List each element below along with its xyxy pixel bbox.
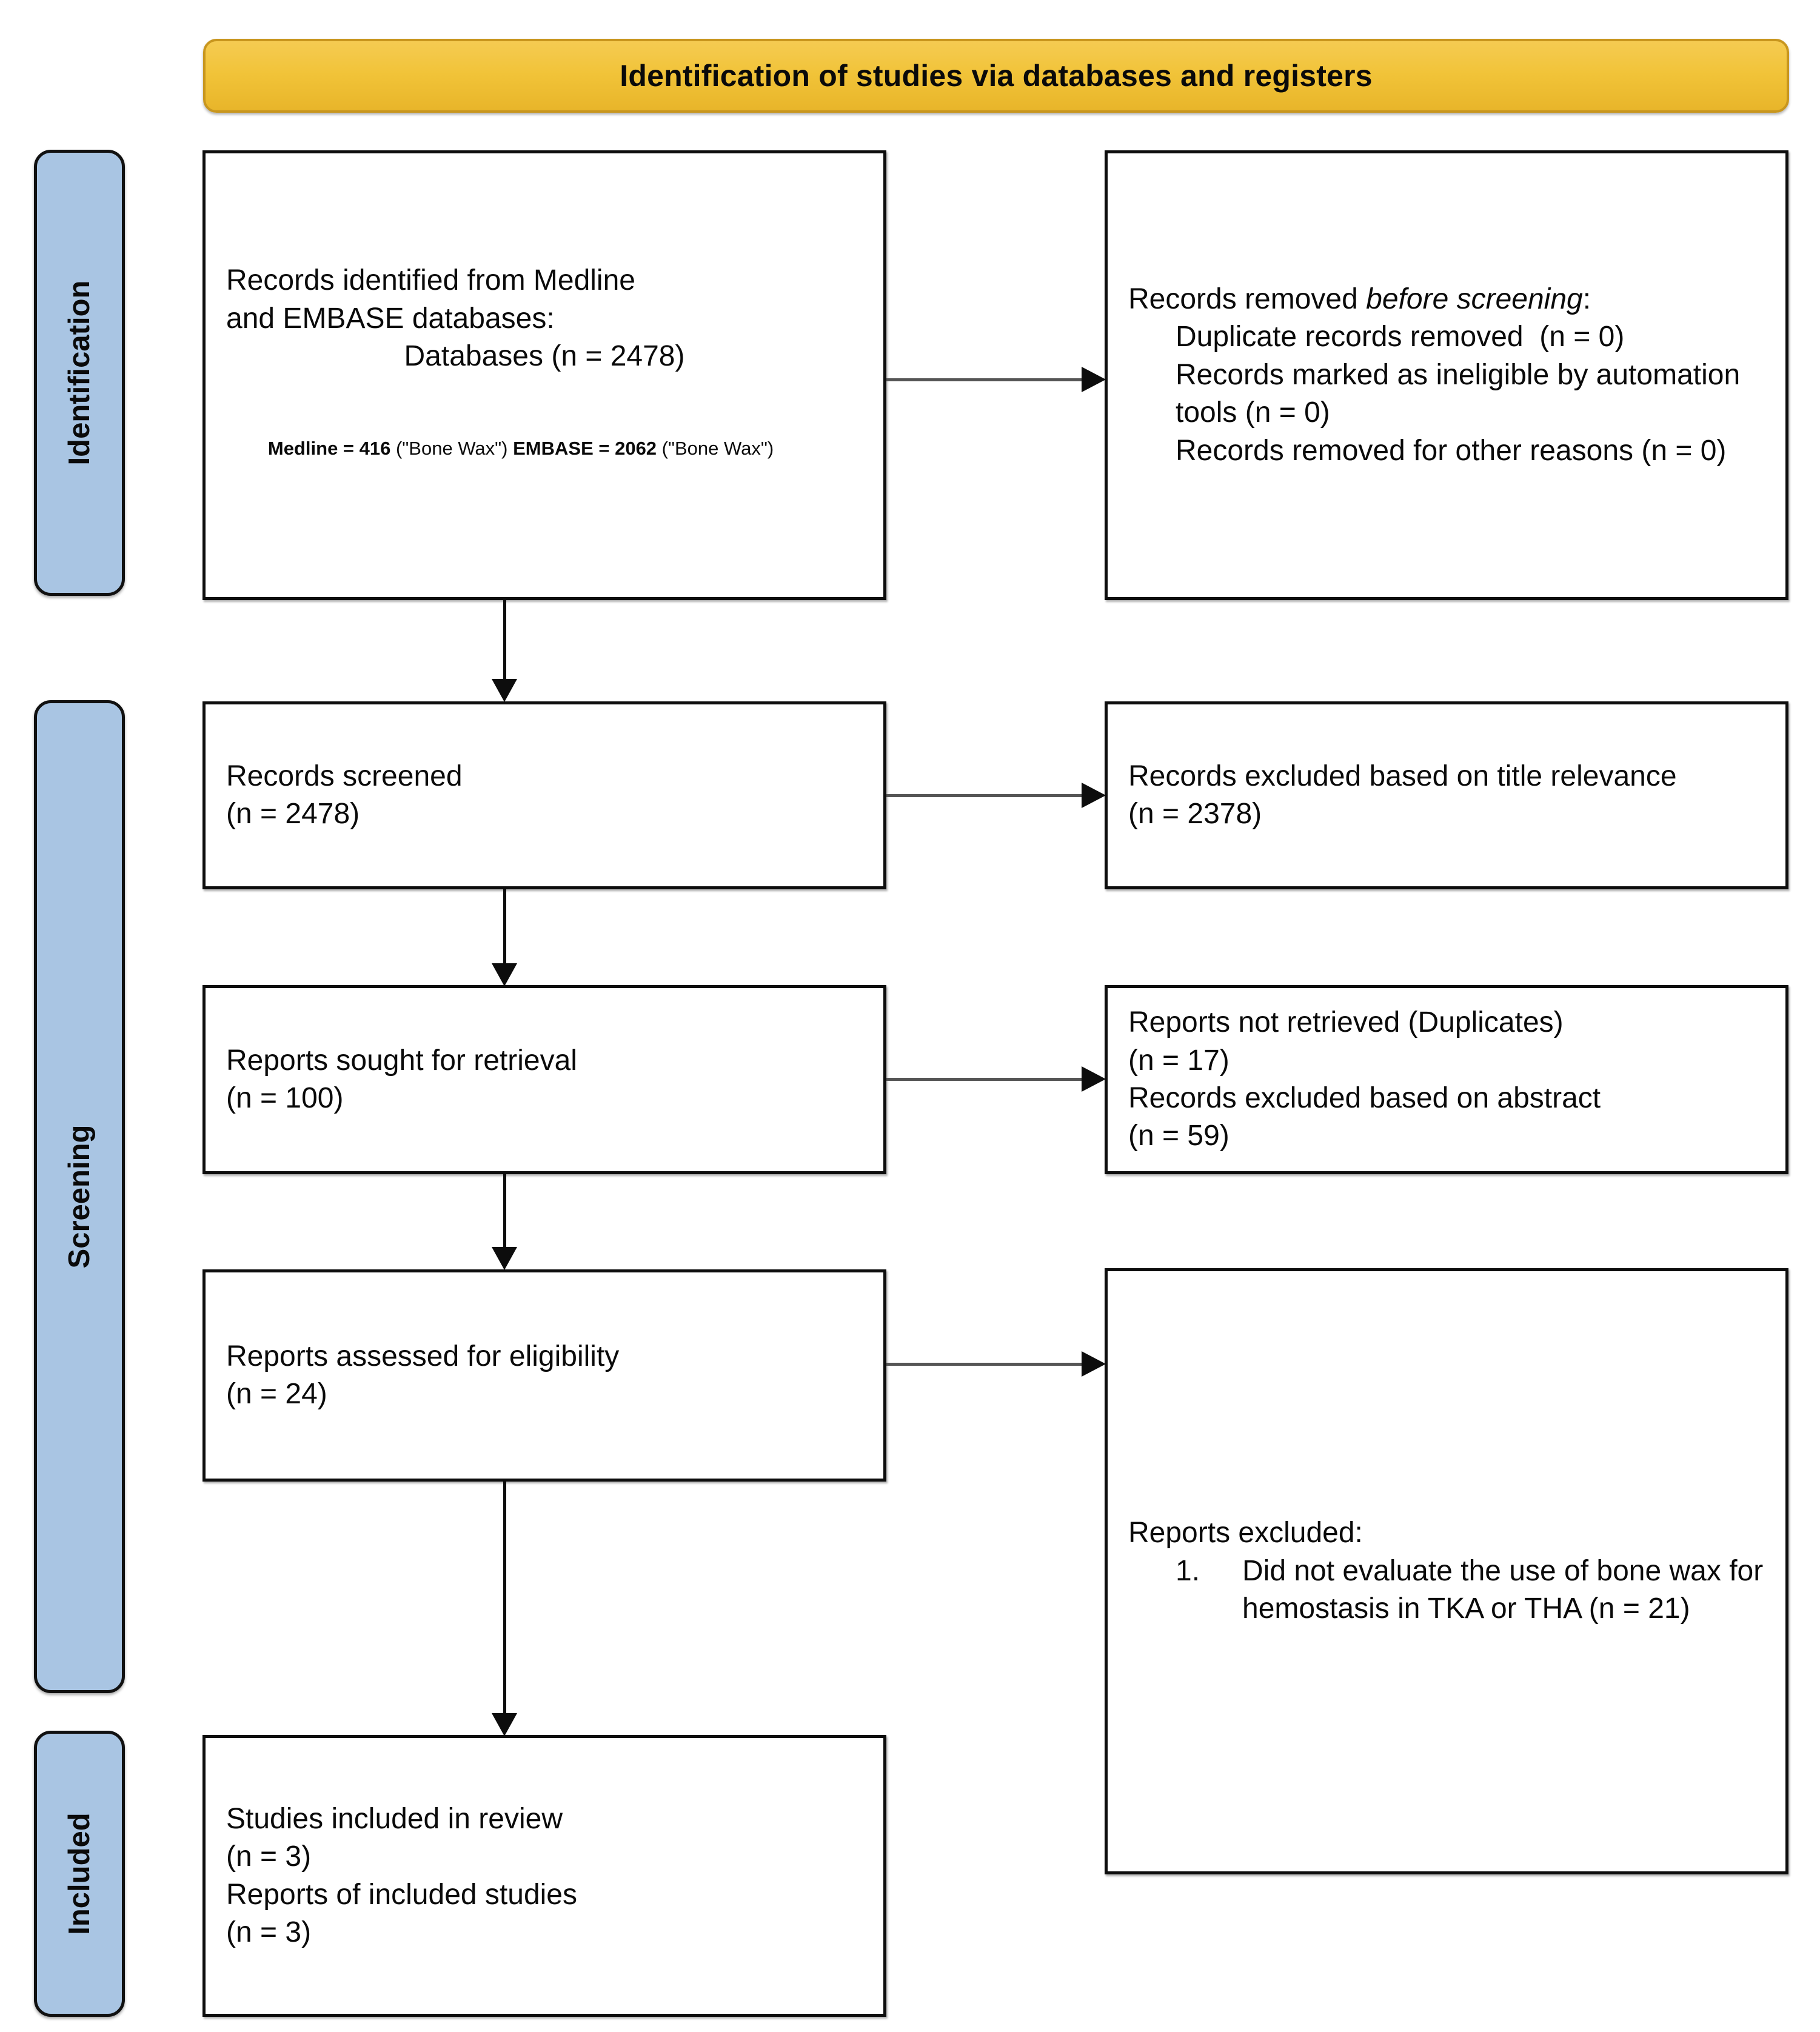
reports-not-retrieved-line-4: (n = 59) [1128,1120,1230,1152]
studies-included-line-2: (n = 3) [226,1840,312,1873]
arrow-shaft [503,1482,506,1713]
arrow-head-down-icon [492,1247,517,1270]
records-removed-title-colon: : [1582,283,1591,316]
stage-label-included-text: Included [63,1813,96,1935]
arrow-down-screened-to-sought [491,889,518,986]
records-identified-line-1: Records identified from Medline [226,264,635,297]
arrow-shaft [886,794,1082,797]
reports-not-retrieved-line-1: Reports not retrieved (Duplicates) [1128,1006,1564,1039]
stage-label-screening-text: Screening [63,1125,96,1269]
studies-included-line-3: Reports of included studies [226,1878,577,1911]
reports-assessed-line-1: Reports assessed for eligibility [226,1340,620,1372]
reports-sought-line-2: (n = 100) [226,1082,344,1114]
stage-label-identification-text: Identification [63,280,96,466]
records-removed-title-italic: before screening [1366,283,1583,316]
arrow-shaft [886,1363,1082,1366]
records-removed-title-plain: Records removed [1128,283,1367,316]
stage-label-identification: Identification [34,150,125,596]
records-identified-note: Medline = 416 ("Bone Wax") EMBASE = 2062… [226,409,863,489]
box-reports-assessed: Reports assessed for eligibility (n = 24… [202,1269,886,1482]
note-medline-count: Medline = 416 [267,437,396,459]
studies-included-line-4: (n = 3) [226,1916,312,1948]
arrow-down-assessed-to-included [491,1482,518,1736]
records-screened-line-2: (n = 2478) [226,798,360,830]
arrow-head-right-icon [1082,783,1106,808]
page-title: Identification of studies via databases … [620,59,1373,93]
arrow-head-right-icon [1082,367,1106,392]
box-records-identified: Records identified from Medline and EMBA… [202,150,886,600]
reports-excluded-list: 1. Did not evaluate the use of bone wax … [1128,1552,1765,1628]
arrow-head-right-icon [1082,1351,1106,1377]
note-medline-term: ("Bone Wax") [395,437,514,459]
records-identified-line-3: Databases (n = 2478) [404,340,685,373]
arrow-shaft [503,600,506,679]
list-item: 1. Did not evaluate the use of bone wax … [1176,1552,1765,1628]
records-removed-item-2: Records marked as ineligible by automati… [1176,358,1748,429]
records-removed-item-1: Duplicate records removed (n = 0) [1176,321,1625,353]
arrow-head-right-icon [1082,1066,1106,1092]
records-removed-item-3: Records removed for other reasons (n = 0… [1176,434,1727,467]
arrow-head-down-icon [492,679,517,702]
records-removed-title: Records removed before screening: [1128,281,1765,318]
arrow-down-identified-to-screened [491,600,518,702]
box-reports-not-retrieved: Reports not retrieved (Duplicates) (n = … [1105,985,1788,1174]
box-records-removed: Records removed before screening: Duplic… [1105,150,1788,600]
arrow-right-screened-to-excluded-title [886,782,1106,809]
arrow-shaft [886,378,1082,381]
arrow-down-sought-to-assessed [491,1174,518,1270]
reports-excluded-item-1-text: Did not evaluate the use of bone wax for… [1242,1554,1764,1625]
arrow-shaft [503,1174,506,1247]
arrow-shaft [503,889,506,963]
stage-label-screening: Screening [34,700,125,1693]
box-records-excluded-title: Records excluded based on title relevanc… [1105,701,1788,889]
reports-not-retrieved-line-3: Records excluded based on abstract [1128,1082,1601,1114]
reports-assessed-line-2: (n = 24) [226,1378,327,1410]
box-records-screened: Records screened (n = 2478) [202,701,886,889]
records-excluded-title-line-1: Records excluded based on title relevanc… [1128,760,1677,792]
stage-label-included: Included [34,1731,125,2017]
box-reports-excluded: Reports excluded: 1. Did not evaluate th… [1105,1268,1788,1874]
arrow-right-identified-to-removed [886,366,1106,393]
arrow-head-down-icon [492,1713,517,1736]
reports-sought-line-1: Reports sought for retrieval [226,1044,577,1077]
box-reports-sought: Reports sought for retrieval (n = 100) [202,985,886,1174]
box-studies-included: Studies included in review (n = 3) Repor… [202,1735,886,2017]
arrow-head-down-icon [492,963,517,986]
reports-excluded-item-1-number: 1. [1176,1554,1200,1587]
reports-excluded-title: Reports excluded: [1128,1517,1363,1549]
reports-not-retrieved-line-2: (n = 17) [1128,1044,1230,1077]
arrow-right-sought-to-not-retrieved [886,1066,1106,1092]
arrow-shaft [886,1078,1082,1081]
arrow-right-assessed-to-excluded-reports [886,1351,1106,1377]
note-embase-count: EMBASE = 2062 [513,437,662,459]
note-embase-term: ("Bone Wax") [661,437,774,459]
records-screened-line-1: Records screened [226,760,463,792]
records-identified-line-2: and EMBASE databases: [226,302,555,335]
diagram-header-banner: Identification of studies via databases … [203,39,1789,113]
records-excluded-title-line-2: (n = 2378) [1128,798,1262,830]
studies-included-line-1: Studies included in review [226,1802,563,1835]
